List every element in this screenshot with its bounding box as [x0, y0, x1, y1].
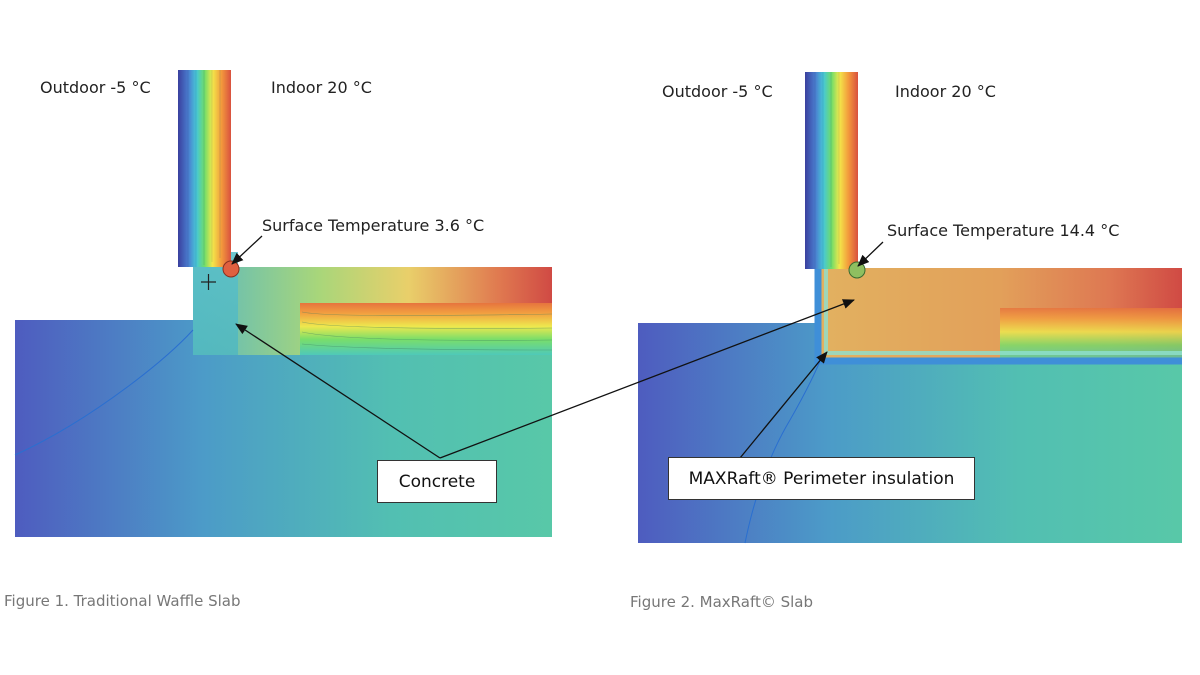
figure1-outdoor-label: Outdoor -5 °C: [40, 78, 151, 97]
figure1-ground-isotherm: [14, 329, 194, 456]
figure2-outdoor-label: Outdoor -5 °C: [662, 82, 773, 101]
figure2-surface-arrow: [857, 241, 884, 267]
figure1-surface-arrow: [231, 235, 263, 265]
figure1-wall: [178, 70, 231, 267]
callout-arrows: [231, 235, 884, 459]
figure2-caption: Figure 2. MaxRaft© Slab: [630, 593, 814, 611]
figure1-caption: Figure 1. Traditional Waffle Slab: [4, 592, 241, 610]
figure2-surface-point: [848, 261, 866, 279]
concrete-callout: Concrete: [377, 460, 497, 503]
concrete-arrow-fig1: [235, 323, 441, 459]
figure1-slab-band: [300, 303, 552, 355]
figure1-isotherms: [301, 311, 553, 351]
figure1-surface-point: [222, 260, 240, 278]
concrete-arrow-fig2: [439, 299, 855, 459]
figure1-surface-temp-label: Surface Temperature 3.6 °C: [262, 216, 485, 235]
figure2-diagram: [638, 72, 1182, 544]
figure2-surface-temp-label: Surface Temperature 14.4 °C: [887, 221, 1120, 240]
figure1-wall-lines: [187, 70, 221, 267]
figure2-wall: [805, 72, 858, 269]
figure2-indoor-label: Indoor 20 °C: [895, 82, 996, 101]
figure2-ground-isotherm: [744, 360, 821, 544]
figure2-wall-lines: [814, 72, 840, 269]
figure1-diagram: [14, 70, 553, 537]
figure1-indoor-label: Indoor 20 °C: [271, 78, 372, 97]
figure1-crosshair: [201, 274, 216, 290]
insulation-callout: MAXRaft® Perimeter insulation: [668, 457, 975, 500]
insulation-arrow: [739, 351, 828, 459]
